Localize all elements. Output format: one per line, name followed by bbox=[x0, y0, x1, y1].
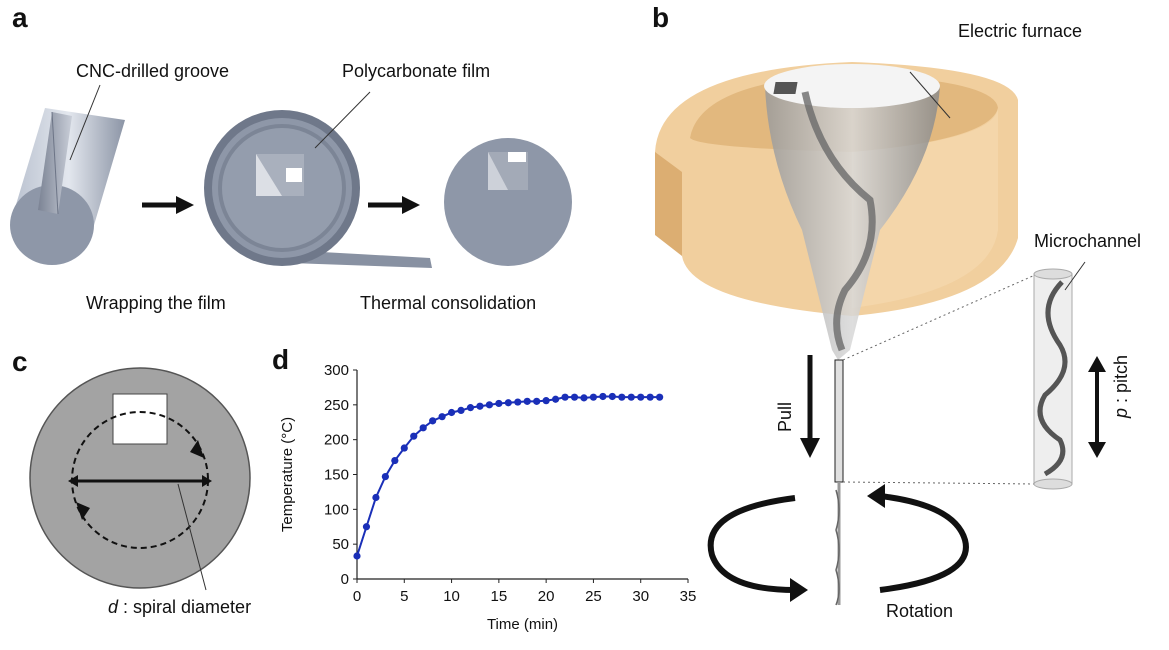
data-point bbox=[533, 397, 541, 405]
data-point bbox=[353, 552, 361, 560]
groove-label: CNC-drilled groove bbox=[76, 61, 230, 81]
data-point bbox=[552, 395, 560, 403]
arrow-right-icon bbox=[142, 196, 194, 214]
data-point bbox=[438, 413, 446, 421]
diameter-symbol: d bbox=[108, 597, 119, 617]
y-tick-label: 100 bbox=[324, 501, 349, 518]
x-tick-label: 30 bbox=[632, 588, 649, 605]
data-point bbox=[476, 402, 484, 410]
furnace-label: Electric furnace bbox=[958, 21, 1083, 41]
x-axis-title: Time (min) bbox=[487, 616, 558, 633]
preform bbox=[764, 64, 940, 360]
data-point bbox=[637, 393, 645, 401]
wrapping-caption: Wrapping the film bbox=[86, 293, 226, 313]
data-point bbox=[523, 397, 531, 405]
x-tick-label: 20 bbox=[538, 588, 555, 605]
data-point bbox=[410, 432, 418, 440]
y-tick-label: 0 bbox=[341, 571, 349, 588]
data-point bbox=[362, 523, 371, 531]
data-point bbox=[561, 393, 569, 401]
diameter-label: d : spiral diameter bbox=[108, 598, 251, 616]
data-point bbox=[504, 399, 512, 407]
panel-c-letter: c bbox=[12, 346, 28, 377]
y-tick-label: 150 bbox=[324, 467, 349, 484]
x-tick-label: 10 bbox=[443, 588, 460, 605]
data-point bbox=[580, 394, 588, 402]
film-label: Polycarbonate film bbox=[342, 61, 491, 81]
diameter-text: : spiral diameter bbox=[118, 597, 252, 617]
data-point bbox=[656, 393, 664, 401]
data-point bbox=[589, 393, 598, 401]
data-point bbox=[570, 393, 579, 401]
microchannel-label: Microchannel bbox=[1034, 231, 1142, 251]
chart-series bbox=[353, 392, 664, 560]
y-tick-label: 250 bbox=[324, 397, 349, 414]
rotation-arrows-icon bbox=[707, 484, 969, 602]
consolidated-rod bbox=[444, 138, 572, 266]
y-axis-title: Temperature (°C) bbox=[279, 417, 296, 532]
data-point bbox=[419, 424, 427, 432]
wrapped-rod bbox=[204, 110, 432, 268]
data-point bbox=[457, 406, 465, 415]
panel-b-letter: b bbox=[652, 2, 670, 33]
data-point bbox=[608, 392, 616, 401]
data-point bbox=[400, 444, 408, 452]
data-point bbox=[599, 392, 607, 401]
data-point bbox=[447, 408, 456, 417]
pitch-arrow-icon bbox=[1088, 356, 1106, 458]
panel-a-letter: a bbox=[12, 2, 28, 33]
consolidation-caption: Thermal consolidation bbox=[360, 293, 537, 313]
y-tick-label: 300 bbox=[324, 362, 349, 379]
data-point bbox=[646, 393, 654, 401]
data-point bbox=[514, 398, 522, 406]
arrow-right-icon bbox=[368, 196, 420, 214]
data-point bbox=[381, 472, 389, 481]
x-tick-label: 5 bbox=[400, 588, 408, 605]
data-point bbox=[495, 399, 503, 408]
panel-d-letter: d bbox=[272, 344, 290, 375]
data-point bbox=[372, 493, 380, 502]
x-tick-label: 25 bbox=[585, 588, 602, 605]
data-point bbox=[391, 456, 399, 465]
data-point bbox=[485, 401, 493, 409]
microchannel-zoom bbox=[1033, 268, 1073, 490]
grooved-rod bbox=[10, 108, 125, 265]
data-point bbox=[627, 393, 635, 401]
x-tick-label: 15 bbox=[491, 588, 508, 605]
pull-arrow-icon bbox=[800, 355, 820, 458]
x-tick-label: 0 bbox=[353, 588, 361, 605]
data-point bbox=[542, 397, 550, 405]
y-tick-label: 200 bbox=[324, 432, 349, 449]
data-point bbox=[618, 393, 626, 401]
x-tick-label: 35 bbox=[680, 588, 697, 605]
data-point bbox=[429, 417, 437, 425]
rotation-label: Rotation bbox=[886, 601, 954, 621]
cross-section-disc bbox=[29, 367, 251, 589]
series-line bbox=[356, 395, 660, 557]
data-point bbox=[466, 404, 475, 412]
y-tick-label: 50 bbox=[332, 536, 349, 553]
chart-ticks: 0 5 10 15 20 25 30 35 0 50 100 150 200 250 300 bbox=[324, 362, 696, 605]
